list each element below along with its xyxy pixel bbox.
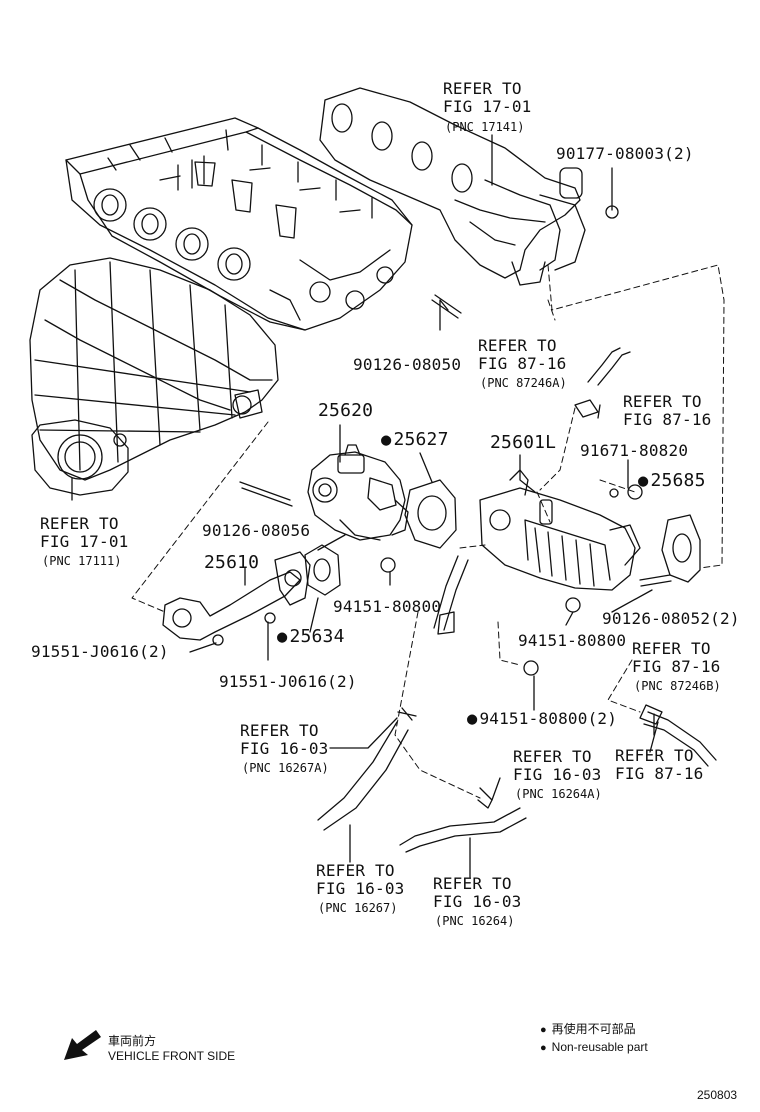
part-25634: 25634 <box>277 628 345 646</box>
pnc-87246b: (PNC 87246B) <box>634 679 721 693</box>
legend-en: ●Non-reusable part <box>540 1040 648 1054</box>
part-25601l: 25601L <box>490 432 557 453</box>
part-25620: 25620 <box>318 400 374 421</box>
bullet-icon: ● <box>540 1024 547 1036</box>
intake-manifold-drawing <box>29 257 279 496</box>
direction-label-jp: 車両前方 <box>108 1034 157 1048</box>
egr-cooler-drawing <box>479 469 641 591</box>
gasket-25627-drawing <box>404 479 457 549</box>
part-90126-08052: 90126-08052(2) <box>602 609 740 628</box>
part-94151-80800-c: 94151-80800(2) <box>467 710 617 728</box>
part-25685: 25685 <box>638 472 706 490</box>
hoses-drawing <box>317 347 717 853</box>
leader-lines <box>71 134 659 878</box>
part-90177-08003: 90177-08003(2) <box>556 144 694 163</box>
egr-valve-drawing <box>307 444 409 541</box>
cylinder-head-drawing <box>65 117 413 331</box>
pnc-17141: (PNC 17141) <box>445 120 525 134</box>
gasket-25634-drawing <box>304 544 341 596</box>
part-90126-08050: 90126-08050 <box>353 355 462 374</box>
bullet-icon: ● <box>540 1042 547 1054</box>
front-direction-arrow <box>64 1030 101 1060</box>
fasteners-drawing <box>212 205 672 676</box>
part-91551-j0616-b: 91551-J0616(2) <box>219 672 357 691</box>
pnc-16264a: (PNC 16264A) <box>515 787 602 801</box>
exhaust-manifold-drawing <box>319 87 586 286</box>
legend-jp: ●再使用不可部品 <box>540 1022 636 1036</box>
direction-label-en: VEHICLE FRONT SIDE <box>108 1049 236 1063</box>
pnc-87246a: (PNC 87246A) <box>480 376 567 390</box>
dashed-reference-lines <box>131 264 725 799</box>
part-90126-08056: 90126-08056 <box>202 521 311 540</box>
gasket-25685-drawing <box>661 514 701 583</box>
part-91671-80820: 91671-80820 <box>580 441 689 460</box>
pnc-16267a: (PNC 16267A) <box>242 761 329 775</box>
egr-pipe-drawing <box>162 551 311 641</box>
pnc-17111: (PNC 17111) <box>42 554 122 568</box>
part-91551-j0616-a: 91551-J0616(2) <box>31 642 169 661</box>
pnc-16267: (PNC 16267) <box>318 901 398 915</box>
part-94151-80800-a: 94151-80800 <box>333 597 442 616</box>
pnc-16264: (PNC 16264) <box>435 914 515 928</box>
part-25610: 25610 <box>204 552 260 573</box>
part-94151-80800-b: 94151-80800 <box>518 631 627 650</box>
diagram-id: 250803 <box>697 1088 738 1102</box>
part-25627: 25627 <box>381 431 449 449</box>
